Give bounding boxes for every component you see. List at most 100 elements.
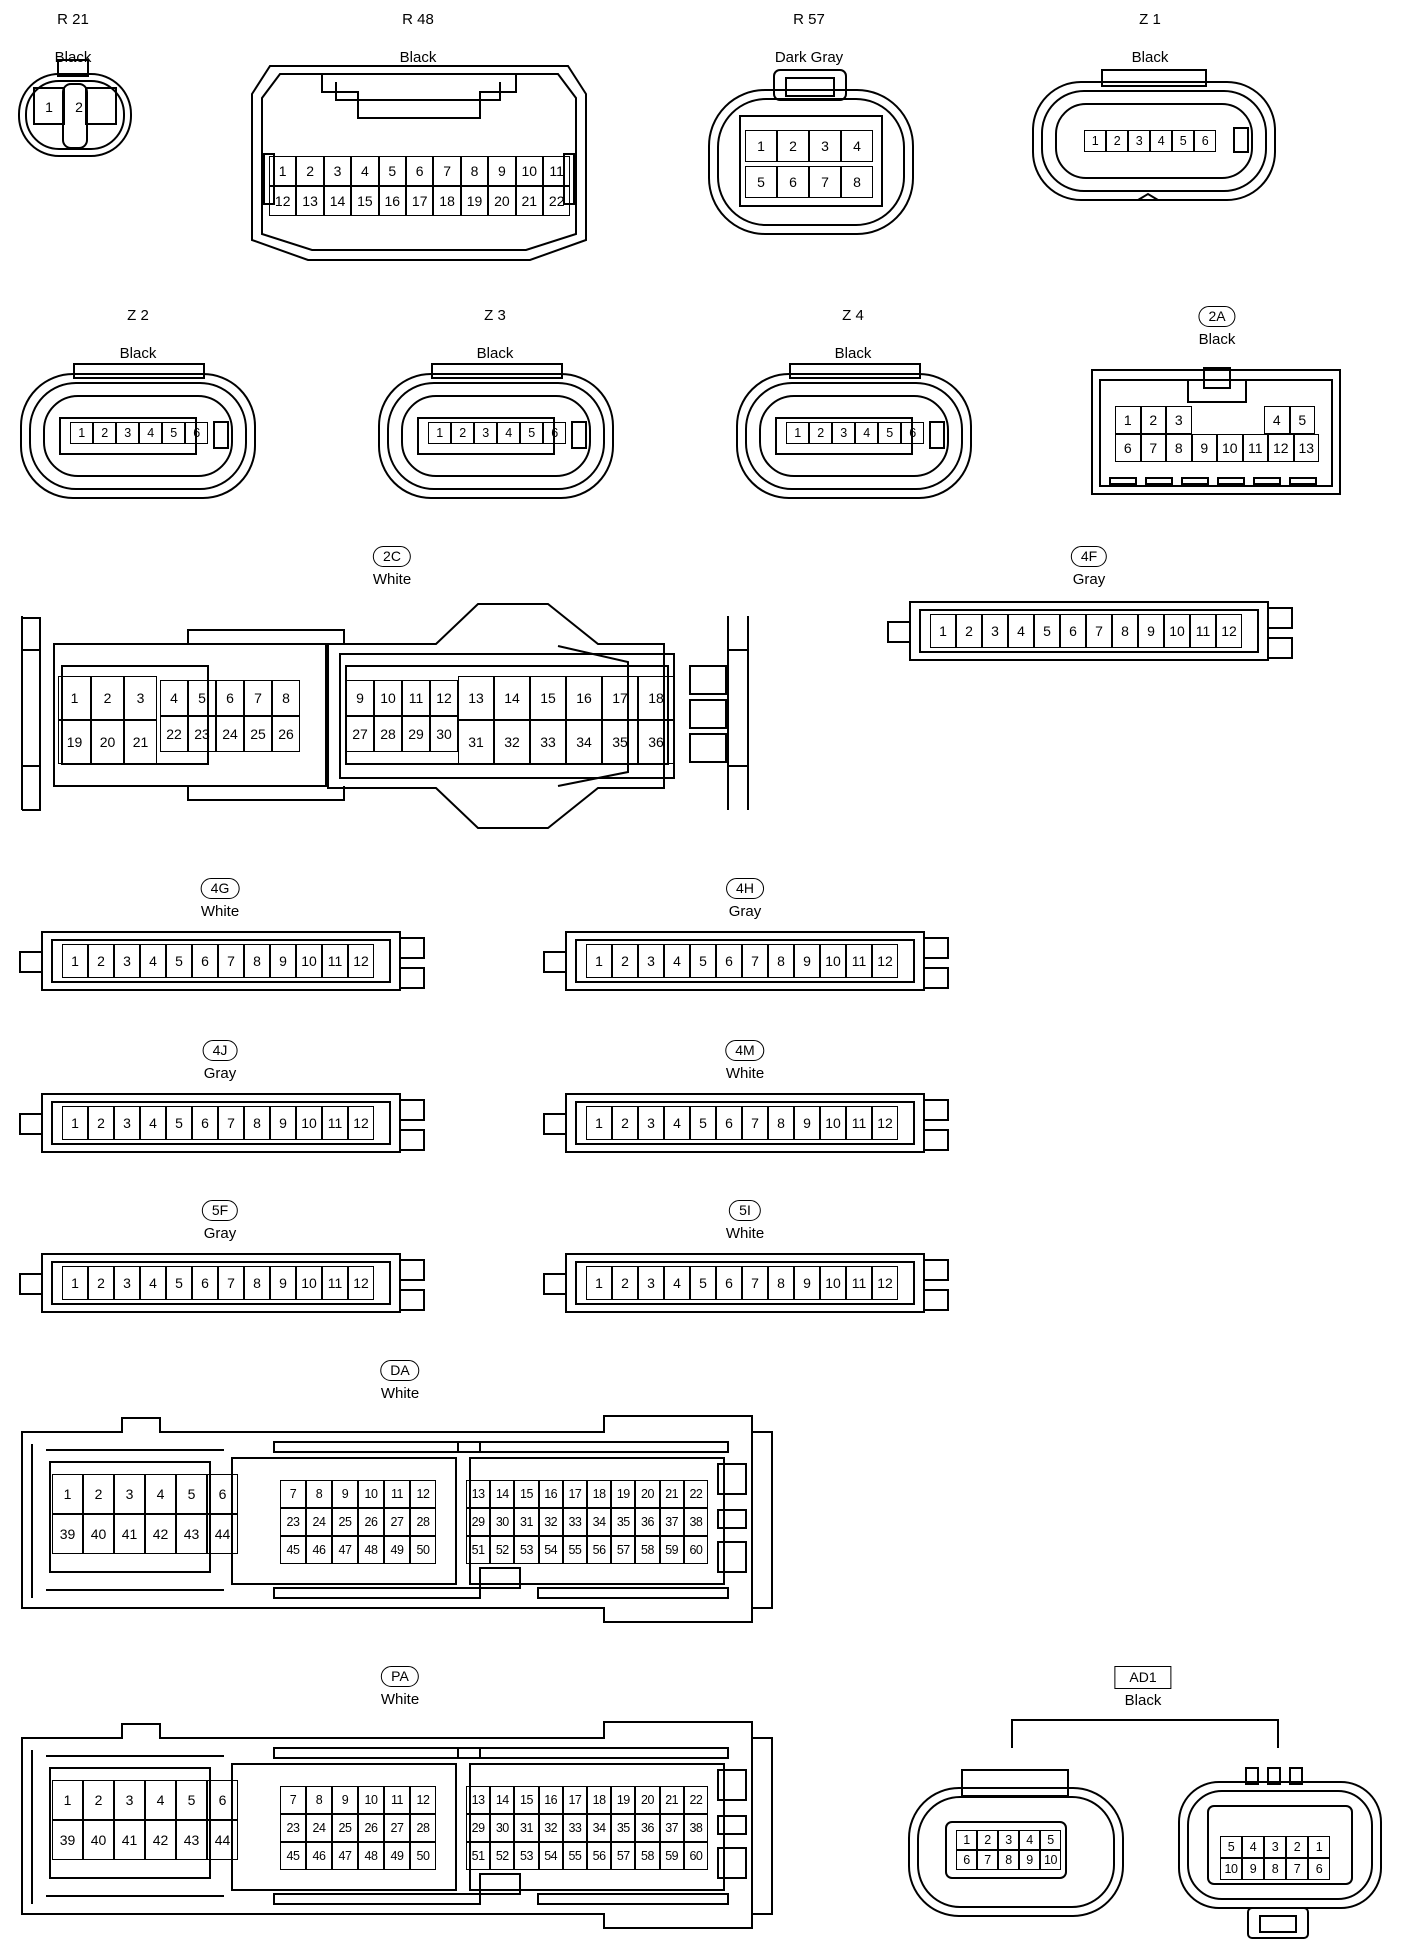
pin-z2-2: 2	[93, 422, 116, 444]
pin-c4g-9: 9	[270, 944, 296, 978]
pin-da-55: 55	[562, 1536, 587, 1564]
c4g-housing	[19, 931, 425, 991]
connector-color: White	[725, 1225, 765, 1242]
connector-id: 4G	[200, 878, 240, 899]
pin-c2c-34: 34	[566, 720, 602, 764]
pin-r48-4: 4	[351, 156, 379, 186]
pin-c4h-5: 5	[690, 944, 716, 978]
pin-pa-13: 13	[466, 1786, 491, 1814]
pin-pa-2: 2	[83, 1780, 114, 1820]
connector-color: Black	[476, 345, 514, 362]
pin-pa-56: 56	[587, 1842, 612, 1870]
pin-c4j-8: 8	[244, 1106, 270, 1140]
connector-color: Dark Gray	[774, 49, 844, 66]
c4m-housing	[543, 1093, 949, 1153]
pin-c2a-12: 12	[1268, 434, 1294, 462]
pin-ad1-3: 3	[998, 1830, 1019, 1850]
pin-pa-22: 22	[683, 1786, 708, 1814]
pin-z1-2: 2	[1106, 130, 1128, 152]
pin-ad1-10: 10	[1220, 1858, 1242, 1880]
pin-c4g-1: 1	[62, 944, 88, 978]
connector-id: 4H	[726, 878, 764, 899]
pin-da-13: 13	[466, 1480, 491, 1508]
connector-id: 4M	[725, 1040, 765, 1061]
pin-c2c-16: 16	[566, 676, 602, 720]
z4-housing	[736, 363, 972, 499]
pin-r48-20: 20	[488, 186, 516, 216]
pin-c4m-5: 5	[690, 1106, 716, 1140]
pin-c4f-9: 9	[1138, 614, 1164, 648]
pin-pa-39: 39	[52, 1820, 83, 1860]
pin-da-18: 18	[587, 1480, 612, 1508]
pin-z4-2: 2	[809, 422, 832, 444]
pin-c4f-12: 12	[1216, 614, 1242, 648]
pin-c4f-11: 11	[1190, 614, 1216, 648]
pin-c2c-3: 3	[124, 676, 157, 720]
connector-color: Gray	[203, 1065, 237, 1082]
pin-da-3: 3	[114, 1474, 145, 1514]
pin-c4f-1: 1	[930, 614, 956, 648]
pin-c5f-12: 12	[348, 1266, 374, 1300]
pin-c2a-10: 10	[1217, 434, 1243, 462]
pin-c2c-31: 31	[458, 720, 494, 764]
pin-c4f-4: 4	[1008, 614, 1034, 648]
connector-color: White	[380, 1691, 420, 1708]
pin-da-15: 15	[514, 1480, 539, 1508]
pin-pa-37: 37	[659, 1814, 684, 1842]
pin-c4f-10: 10	[1164, 614, 1190, 648]
pin-pa-51: 51	[466, 1842, 491, 1870]
pin-r48-22: 22	[543, 186, 571, 216]
connector-id: R 21	[57, 11, 89, 28]
pin-r48-2: 2	[296, 156, 324, 186]
connector-id: 4J	[202, 1040, 238, 1061]
pin-c4h-10: 10	[820, 944, 846, 978]
pin-c4j-5: 5	[166, 1106, 192, 1140]
pin-r48-13: 13	[296, 186, 324, 216]
pin-z2-4: 4	[139, 422, 162, 444]
pin-c4g-12: 12	[348, 944, 374, 978]
pin-z1-5: 5	[1172, 130, 1194, 152]
pin-z3-4: 4	[497, 422, 520, 444]
connector-color: Gray	[203, 1225, 237, 1242]
pin-c2c-14: 14	[494, 676, 530, 720]
pin-pa-34: 34	[587, 1814, 612, 1842]
pin-c5f-3: 3	[114, 1266, 140, 1300]
pin-pa-10: 10	[358, 1786, 384, 1814]
pin-c2a-3: 3	[1166, 406, 1192, 434]
connector-color: Gray	[728, 903, 762, 920]
pin-c5i-7: 7	[742, 1266, 768, 1300]
pin-da-34: 34	[587, 1508, 612, 1536]
pin-z3-2: 2	[451, 422, 474, 444]
pin-da-35: 35	[611, 1508, 636, 1536]
pin-c2c-23: 23	[188, 716, 216, 752]
pin-ad1-8: 8	[1264, 1858, 1286, 1880]
pin-r57-2: 2	[777, 130, 809, 162]
pin-c2c-6: 6	[216, 680, 244, 716]
pin-c2a-2: 2	[1140, 406, 1166, 434]
pin-pa-31: 31	[514, 1814, 539, 1842]
pin-pa-9: 9	[332, 1786, 358, 1814]
pin-da-50: 50	[410, 1536, 436, 1564]
pin-c2a-1: 1	[1115, 406, 1141, 434]
pin-r48-9: 9	[488, 156, 516, 186]
pin-r48-14: 14	[323, 186, 352, 216]
pa-housing	[21, 1721, 773, 1929]
z3-housing	[378, 363, 614, 499]
pin-c2a-5: 5	[1289, 406, 1315, 434]
pin-ad1-2: 2	[1286, 1836, 1308, 1858]
pin-da-4: 4	[145, 1474, 176, 1514]
pin-c2c-35: 35	[602, 720, 638, 764]
pin-c4g-11: 11	[322, 944, 348, 978]
pin-pa-48: 48	[358, 1842, 384, 1870]
pin-r21-2: 2	[75, 99, 83, 115]
pin-pa-53: 53	[514, 1842, 539, 1870]
pin-c4j-7: 7	[218, 1106, 244, 1140]
pin-c5f-8: 8	[244, 1266, 270, 1300]
pin-c5i-4: 4	[664, 1266, 690, 1300]
pin-pa-54: 54	[538, 1842, 563, 1870]
pin-c4j-4: 4	[140, 1106, 166, 1140]
pin-da-57: 57	[611, 1536, 636, 1564]
pin-c5i-11: 11	[846, 1266, 872, 1300]
